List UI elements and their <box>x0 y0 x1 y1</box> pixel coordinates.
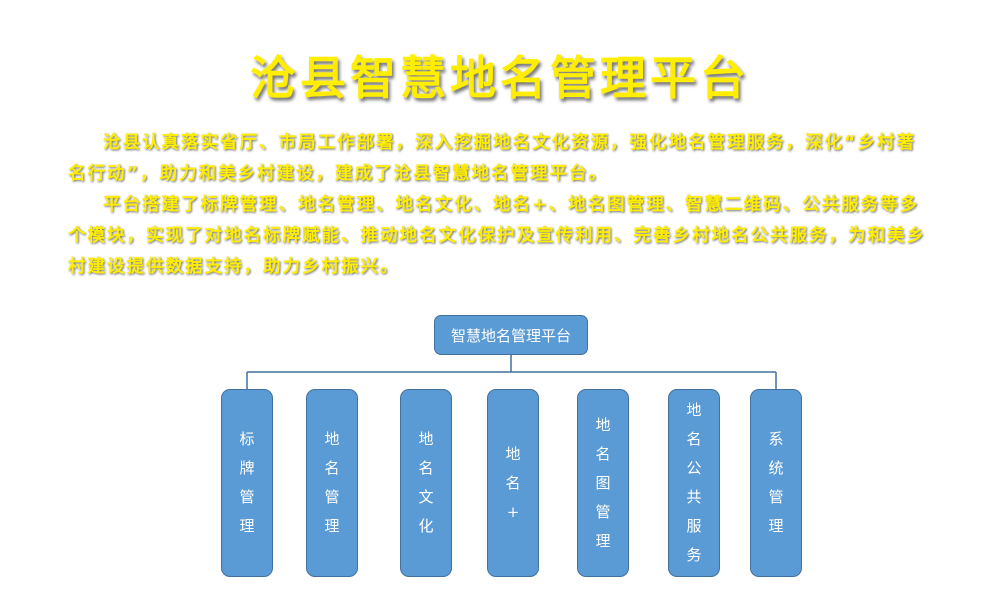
diagram-child-node: 地名图管理 <box>577 389 629 577</box>
diagram-child-node: 系统管理 <box>750 389 802 577</box>
diagram-root-node: 智慧地名管理平台 <box>434 315 588 355</box>
diagram-child-node: 地名文化 <box>400 389 452 577</box>
diagram-child-node: 地名+ <box>487 389 539 577</box>
diagram-child-node: 地名管理 <box>306 389 358 577</box>
diagram-child-node: 地名公共服务 <box>668 389 720 577</box>
diagram-child-node: 标牌管理 <box>221 389 273 577</box>
